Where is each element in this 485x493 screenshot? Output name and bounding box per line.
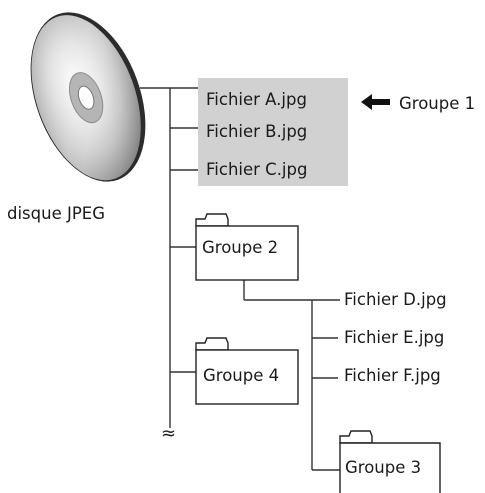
cd-disc-icon bbox=[30, 12, 146, 182]
group1-label: Groupe 1 bbox=[399, 94, 476, 113]
tree-connectors bbox=[140, 87, 340, 471]
arrow-left-icon bbox=[361, 94, 390, 110]
file-b-label: Fichier B.jpg bbox=[206, 122, 308, 141]
file-e-label: Fichier E.jpg bbox=[344, 328, 445, 347]
continuation-symbol: ≈ bbox=[161, 423, 177, 444]
folder-group2-shape bbox=[195, 213, 299, 281]
group2-label: Groupe 2 bbox=[202, 238, 279, 257]
file-a-label: Fichier A.jpg bbox=[206, 90, 307, 109]
folder-group3-shape bbox=[339, 430, 441, 493]
disc-label: disque JPEG bbox=[7, 204, 106, 223]
file-c-label: Fichier C.jpg bbox=[206, 160, 308, 179]
file-d-label: Fichier D.jpg bbox=[344, 290, 447, 309]
group3-label: Groupe 3 bbox=[345, 458, 422, 477]
group4-label: Groupe 4 bbox=[203, 366, 280, 385]
folder-group4-shape bbox=[195, 337, 299, 405]
file-f-label: Fichier F.jpg bbox=[344, 366, 441, 385]
group1-highlight bbox=[198, 78, 348, 186]
